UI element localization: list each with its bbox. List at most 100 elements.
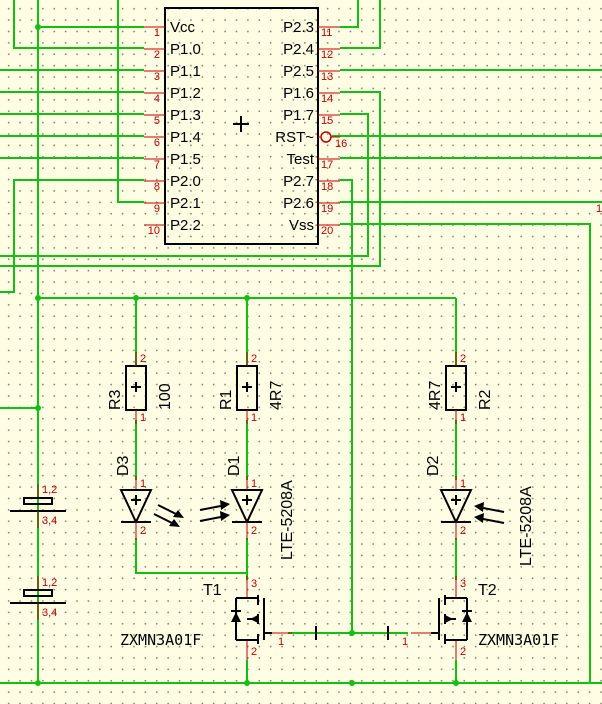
pin-name: P1.6: [283, 85, 314, 102]
pin-name: P2.0: [170, 173, 201, 190]
pin-name: P1.7: [283, 107, 314, 124]
pin-name: P1.5: [170, 151, 201, 168]
pin-number: 19: [321, 203, 333, 215]
t1-pin-gate: 1: [278, 636, 284, 648]
t2-part: ZXMN3A01F: [478, 631, 559, 649]
resistor-r1[interactable]: 2 1 R1 4R7: [218, 352, 285, 424]
pin-number: 20: [321, 225, 333, 237]
ic-pin-14[interactable]: 14 P1.6: [283, 85, 340, 105]
r1-value: 4R7: [268, 381, 285, 410]
mosfet-symbol-icon: [231, 595, 272, 644]
ic-pin-7[interactable]: 7 P1.5: [144, 151, 201, 171]
wire-p27: [340, 179, 353, 633]
mosfet-t1[interactable]: 3 2 1 T1 ZXMN3A01F: [120, 576, 292, 660]
junction-dot: [35, 295, 41, 301]
pin-number: 4: [154, 93, 160, 105]
ic-pin-16[interactable]: 16 RST~: [275, 129, 347, 150]
wire-p20: [0, 179, 144, 293]
ic-pin-18[interactable]: 18 P2.7: [283, 173, 340, 193]
pin-number: 17: [321, 159, 333, 171]
pin-number: 16: [335, 138, 347, 150]
d1-pin-bottom: 2: [251, 525, 257, 537]
pin-number: 2: [154, 49, 160, 61]
c-bottom-pin-top: 1,2: [42, 577, 57, 589]
junction-dot: [349, 680, 355, 686]
wire-p17: [0, 113, 369, 257]
capacitor-bottom[interactable]: 1,2 3,4: [10, 576, 66, 620]
wire-p16: [0, 91, 381, 267]
pin-name: P1.4: [170, 129, 201, 146]
pin-name: P1.1: [170, 63, 201, 80]
capacitor-top[interactable]: 1,2 3,4: [10, 484, 66, 528]
d1-ref: D1: [226, 455, 243, 476]
t2-pin-gate: 1: [402, 636, 408, 648]
pin-number: 11: [321, 27, 332, 39]
resistor-r3[interactable]: 2 1 R3 100: [107, 352, 174, 424]
pin-number: 12: [321, 49, 333, 61]
junction-dot: [244, 295, 250, 301]
edge-pin-label: 1: [596, 203, 602, 215]
c-bottom-pin-bottom: 3,4: [42, 607, 57, 619]
junction-dot: [35, 405, 41, 411]
mosfet-t2[interactable]: 3 2 1 T2 ZXMN3A01F: [402, 576, 559, 660]
led-d3[interactable]: 1 2 D3: [115, 455, 184, 540]
wire-p24: [340, 0, 381, 49]
d3-pin-top: 1: [140, 478, 146, 490]
inversion-bubble-icon: [320, 131, 332, 143]
r2-ref: R2: [477, 389, 494, 410]
ic-pin-6[interactable]: 6 P1.4: [144, 129, 201, 149]
resistor-r2[interactable]: 2 1 4R7 R2: [427, 352, 494, 424]
pin-name: Vcc: [170, 19, 196, 36]
junctions: [35, 24, 459, 686]
pin-name: P1.2: [170, 85, 201, 102]
pin-number: 14: [321, 93, 333, 105]
pin-number: 18: [321, 181, 333, 193]
pin-number: 7: [154, 159, 160, 171]
ic-pin-11[interactable]: 11 P2.3: [283, 19, 340, 39]
d3-pin-bottom: 2: [140, 525, 146, 537]
wire-vss: [340, 223, 591, 683]
ic-pin-4[interactable]: 4 P1.2: [144, 85, 201, 105]
pin-number: 6: [154, 137, 160, 149]
pin-name: RST~: [275, 129, 314, 146]
r1-pin-bottom: 1: [251, 412, 257, 424]
pin-number: 15: [321, 115, 333, 127]
t2-ref: T2: [478, 582, 497, 599]
junction-dot: [35, 680, 41, 686]
c-top-pin-top: 1,2: [42, 484, 57, 496]
pin-name: P2.7: [283, 173, 314, 190]
junction-dot: [453, 680, 459, 686]
d1-part: LTE-5208A: [279, 480, 296, 560]
t1-pin-source: 2: [251, 646, 257, 658]
ic-pin-5[interactable]: 5 P1.3: [144, 107, 201, 127]
r3-value: 100: [157, 383, 174, 410]
t2-pin-drain: 3: [460, 578, 466, 590]
led-d1[interactable]: 1 2 D1 LTE-5208A: [199, 455, 296, 560]
pin-number: 5: [154, 115, 160, 127]
wire-p10: [13, 0, 144, 49]
r1-pin-top: 2: [251, 353, 257, 365]
d3-ref: D3: [115, 455, 132, 476]
r1-ref: R1: [218, 389, 235, 410]
led-d2[interactable]: 1 2 D2 LTE-5208A: [425, 455, 535, 566]
pin-name: P2.3: [283, 19, 314, 36]
t1-part: ZXMN3A01F: [120, 631, 201, 649]
r2-value: 4R7: [427, 381, 444, 410]
r3-pin-top: 2: [140, 353, 146, 365]
ic-pin-15[interactable]: 15 P1.7: [283, 107, 340, 127]
pin-name: P1.3: [170, 107, 201, 124]
